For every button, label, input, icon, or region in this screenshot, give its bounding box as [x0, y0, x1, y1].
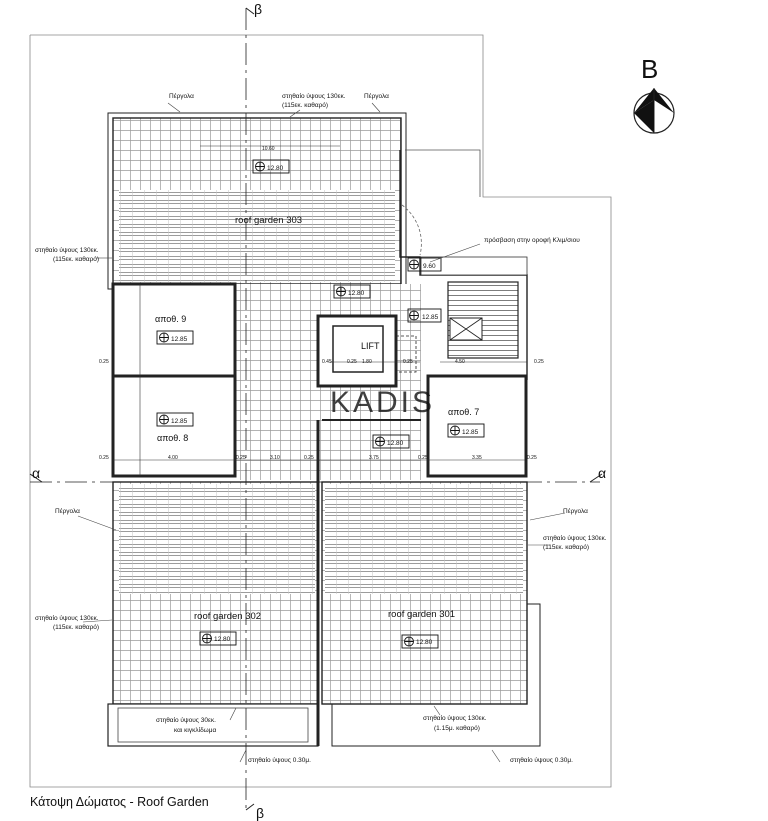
section-mark-bottom: β — [256, 805, 264, 821]
room-label-apoth7: αποθ. 7 — [448, 407, 479, 417]
room-label-rg301: roof garden 301 — [388, 609, 455, 620]
parapet-label: στηθαίο ύψους 130εκ. — [282, 92, 346, 100]
room-label-apoth8: αποθ. 8 — [157, 433, 188, 443]
dim-label: 0.25 — [534, 359, 544, 365]
level-value: 12.85 — [422, 314, 439, 321]
level-value: 12.80 — [348, 290, 365, 297]
parapet-clean-label: (115εκ. καθαρό) — [53, 255, 99, 263]
dim-label: 3.10 — [270, 455, 280, 461]
room-label-rg302: roof garden 302 — [194, 611, 261, 622]
dim-label: 0.25 — [527, 455, 537, 461]
pergola-label: Πέργολα — [169, 92, 194, 100]
dim-label: 10.60 — [262, 146, 275, 152]
level-value: 9.60 — [423, 263, 436, 270]
ac-access-label: πρόσβαση στην οροφή Κλιμ/σιου — [484, 236, 580, 244]
dim-label: 0.25 — [418, 455, 428, 461]
parapet-030-label: στηθαίο ύψους 0.30μ. — [248, 756, 311, 764]
roof-garden-303 — [107, 112, 407, 290]
room-label-apoth9: αποθ. 9 — [155, 314, 186, 324]
parapet-clean-label: (115εκ. καθαρό) — [543, 543, 589, 551]
pergola-label: Πέργολα — [55, 507, 80, 515]
dim-label: 0.25 — [304, 455, 314, 461]
parapet-clean-label: (115εκ. καθαρό) — [53, 623, 99, 631]
drawing-title: Κάτοψη Δώματος - Roof Garden — [30, 795, 209, 809]
leader-lines — [77, 102, 566, 763]
level-value: 12.80 — [267, 165, 284, 172]
section-line-beta — [245, 7, 255, 812]
parapet-label: στηθαίο ύψους 130εκ. — [35, 246, 99, 254]
north-label: B — [641, 54, 658, 84]
dimension-lines — [113, 145, 527, 476]
watermark-logo: KADIS — [330, 386, 435, 419]
level-marker — [156, 412, 194, 427]
storage-9-room — [111, 282, 237, 378]
parapet-label: στηθαίο ύψους 130εκ. — [543, 534, 607, 542]
storage-7-room — [426, 374, 528, 478]
level-markers — [156, 159, 485, 649]
pergola-label: Πέργολα — [364, 92, 389, 100]
dim-label: 3.35 — [472, 455, 482, 461]
room-label-rg303: roof garden 303 — [235, 215, 302, 226]
dim-label: 3.75 — [369, 455, 379, 461]
plot-outline — [29, 34, 612, 788]
dim-label: 0.25 — [99, 455, 109, 461]
room-label-lift: LIFT — [361, 341, 380, 351]
level-marker — [156, 330, 194, 345]
level-marker — [407, 308, 442, 323]
dim-label: 0.25 — [236, 455, 246, 461]
dim-label: 0.25 — [403, 359, 413, 365]
dim-label: 4.00 — [168, 455, 178, 461]
level-value: 12.85 — [171, 418, 188, 425]
section-line-alpha — [29, 473, 603, 483]
dim-label: 4.50 — [455, 359, 465, 365]
parapet-clean-label: (1.15μ. καθαρό) — [434, 724, 480, 732]
level-value: 12.85 — [171, 336, 188, 343]
parapet-030-label: στηθαίο ύψους 0.30μ. — [510, 756, 573, 764]
north-arrow-icon — [633, 88, 675, 134]
parapet-30-label: στηθαίο ύψους 30εκ. — [156, 716, 216, 724]
parapet-label: στηθαίο ύψους 130εκ. — [35, 614, 99, 622]
parapet-railing-label: και κιγκλίδωμα — [174, 726, 217, 734]
level-marker — [407, 257, 442, 272]
stairwell — [399, 149, 528, 380]
parapet-label: στηθαίο ύψους 130εκ. — [423, 714, 487, 722]
level-marker — [333, 284, 371, 299]
section-mark-top: β — [254, 1, 262, 17]
roof-garden-301 — [321, 481, 541, 747]
level-value: 12.80 — [387, 440, 404, 447]
dim-label: 1.80 — [362, 359, 372, 365]
section-mark-left: α — [32, 465, 40, 481]
level-value: 12.80 — [214, 636, 231, 643]
level-value: 12.85 — [462, 429, 479, 436]
parapet-clean-label: (115εκ. καθαρό) — [282, 101, 328, 109]
level-marker — [372, 434, 410, 449]
section-mark-right: α — [598, 465, 606, 481]
lift-shaft — [316, 314, 417, 388]
level-marker — [199, 631, 237, 646]
level-value: 12.80 — [416, 639, 433, 646]
dim-label: 0.45 — [322, 359, 332, 365]
level-marker — [447, 423, 485, 438]
level-marker — [401, 634, 439, 649]
pergola-label: Πέργολα — [563, 507, 588, 515]
level-marker — [252, 159, 290, 174]
dim-label: 0.25 — [347, 359, 357, 365]
roof-garden-302 — [107, 481, 319, 747]
dim-label: 0.25 — [99, 359, 109, 365]
